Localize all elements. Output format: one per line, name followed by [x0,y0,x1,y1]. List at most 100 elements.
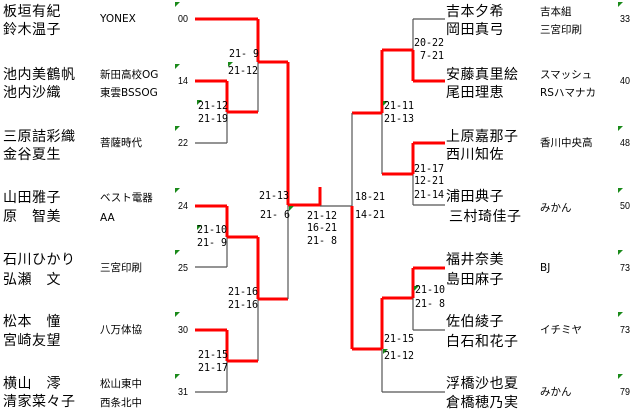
flag-icon [618,126,623,131]
game-score: 21-17 [198,362,229,374]
game-score: 21- 8 [307,235,338,247]
player-name: 池内沙織 [3,85,61,101]
team-name: BJ [540,262,551,274]
game-score: 21- 9 [197,237,228,249]
game-score: 21-12 [228,65,259,77]
player-name: 浮橋沙也夏 [446,376,519,392]
player-name: 吉本夕希 [446,4,504,20]
entry-number: 22 [178,137,188,149]
player-name: 上原嘉那子 [446,129,519,145]
game-score: 21-11 [384,100,415,112]
entry-number: 00 [178,13,188,25]
team-name: 吉本組 [540,6,572,18]
team-name: みかん [540,386,572,398]
entry-number: 48 [620,137,630,149]
player-name: 鈴木温子 [3,22,61,38]
flag-icon [175,126,180,131]
flag-icon [175,312,180,317]
flag-icon [175,250,180,255]
flag-icon [618,2,623,7]
game-score: 21-12 [198,100,229,112]
team-name: イチミヤ [540,324,582,336]
team-name: 松山東中 [100,378,142,390]
game-score: 21- 6 [260,209,291,221]
game-score: 21-15 [384,333,415,345]
entry-number: 14 [178,75,188,87]
entry-number: 31 [178,386,188,398]
player-name: 尾田理恵 [446,85,504,101]
player-name: 白石和花子 [446,334,519,350]
game-score: 21-13 [259,190,290,202]
flag-icon [175,2,180,7]
team-name: RSハマナカ [540,87,596,99]
flag-icon [175,64,180,69]
flag-icon [618,374,623,379]
team-name: みかん [540,202,572,214]
flag-icon [289,206,294,211]
game-score: 21-10 [415,284,446,296]
game-score: 21-14 [414,189,445,201]
game-score: 16-21 [307,222,338,234]
player-name: 横山 澪 [3,376,61,392]
game-score: 21- 8 [415,298,446,310]
player-name: 山田雅子 [3,190,61,206]
game-score: 12-21 [414,175,445,187]
flag-icon [175,188,180,193]
flag-icon [414,286,419,291]
team-name: 新田高校OG [100,69,159,81]
player-name: 松本 憧 [3,314,61,330]
flag-icon [197,225,202,230]
team-name: ベスト電器 [100,192,153,204]
team-name: 西条北中 [100,397,142,409]
game-score: 20-22 [414,37,445,49]
game-score: 21-16 [228,286,259,298]
flag-icon [618,188,623,193]
game-score: 21-10 [197,224,228,236]
entry-number: 79 [620,386,630,398]
entry-number: 73 [620,262,630,274]
team-name: AA [100,212,115,224]
team-name: 菩薩時代 [100,137,142,149]
player-name: 三村琦佳子 [449,209,522,225]
player-name: 三原詰彩織 [3,129,76,145]
game-score: 21-19 [198,113,229,125]
team-name: 香川中央高 [540,137,593,149]
player-name: 金谷夏生 [3,147,61,163]
team-name: YONEX [100,13,136,25]
player-name: 島田麻子 [446,272,504,288]
game-score: 21-15 [198,349,229,361]
player-name: 宮崎友望 [3,333,61,349]
player-name: 西川知佐 [446,147,504,163]
flag-icon [618,250,623,255]
flag-icon [618,312,623,317]
entry-number: 25 [178,262,188,274]
player-name: 佐伯綾子 [446,314,504,330]
flag-icon [383,349,388,354]
game-score: 7-21 [414,50,445,62]
entry-number: 73 [620,324,630,336]
player-name: 石川ひかり [3,252,76,268]
team-name: 三宮印刷 [540,24,582,36]
player-name: 倉橋穂乃実 [446,395,519,411]
player-name: 清家菜々子 [3,394,76,410]
entry-number: 24 [178,200,188,212]
entry-number: 50 [620,200,630,212]
entry-number: 30 [178,324,188,336]
player-name: 弘瀬 文 [3,272,61,288]
team-name: 三宮印刷 [100,262,142,274]
entry-number: 33 [620,13,630,25]
player-name: 安藤真里絵 [446,67,519,83]
flag-icon [383,101,388,106]
game-score: 21-12 [384,350,415,362]
game-score: 21-16 [228,299,259,311]
player-name: 池内美鶴帆 [3,67,76,83]
game-score: 14-21 [355,209,386,221]
flag-icon [175,374,180,379]
team-name: 東雲BSSOG [100,87,158,99]
game-score: 18-21 [355,191,386,203]
player-name: 福井奈美 [446,252,504,268]
flag-icon [228,62,233,67]
entry-number: 40 [620,75,630,87]
player-name: 岡田真弓 [446,22,504,38]
